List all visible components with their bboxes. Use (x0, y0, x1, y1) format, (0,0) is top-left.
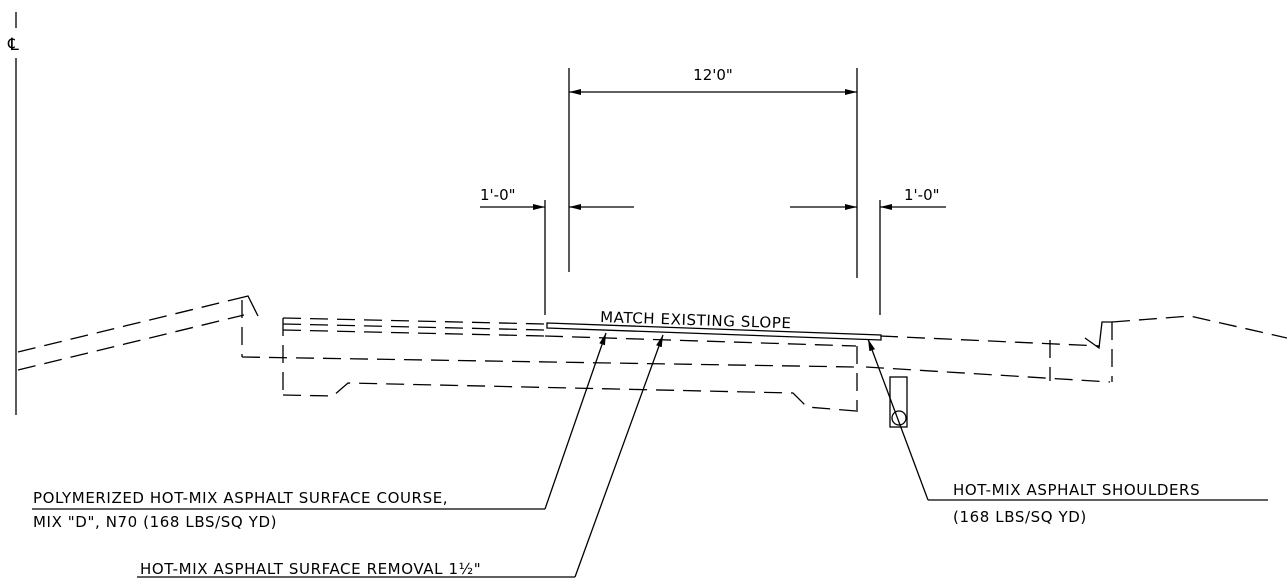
shoulders-label-2: (168 LBS/SQ YD) (953, 508, 1087, 526)
lane-width-dimension: 12'0" (569, 66, 857, 95)
shoulders-label-1: HOT-MIX ASPHALT SHOULDERS (953, 481, 1200, 499)
offset-right-label: 1'-0" (904, 186, 940, 204)
surface-course-label-2: MIX "D", N70 (168 LBS/SQ YD) (33, 513, 277, 531)
offset-left-label: 1'-0" (480, 186, 516, 204)
surface-course-label-1: POLYMERIZED HOT-MIX ASPHALT SURFACE COUR… (33, 489, 448, 507)
leader-lines (32, 332, 1268, 578)
offset-right-dimension: 1'-0" (880, 186, 946, 210)
centerline: ℄ (7, 12, 19, 415)
surface-removal-label: HOT-MIX ASPHALT SURFACE REMOVAL 1½" (140, 560, 481, 578)
offset-left-dimension: 1'-0" (480, 186, 545, 210)
extension-lines (544, 68, 881, 315)
surface-course-layer (546, 322, 882, 341)
centerline-symbol: ℄ (7, 35, 19, 55)
lane-width-label: 12'0" (693, 66, 733, 84)
existing-section (17, 295, 1287, 428)
